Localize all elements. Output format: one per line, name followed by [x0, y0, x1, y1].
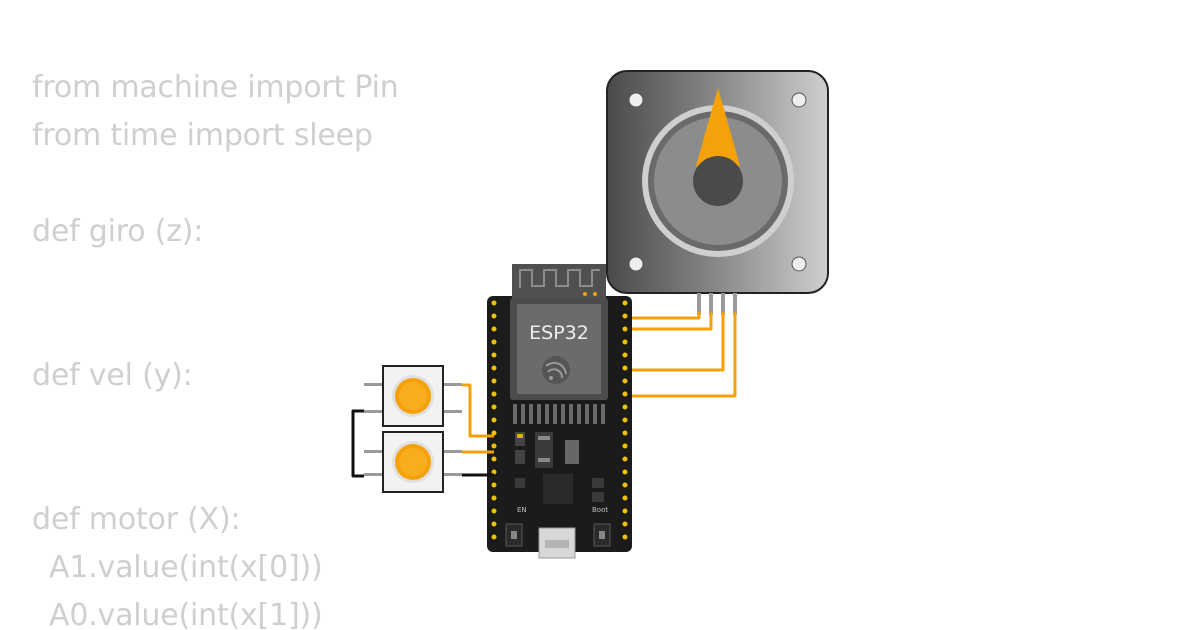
antenna-icon — [519, 269, 600, 288]
push-button-top[interactable] — [364, 365, 462, 427]
stepper-motor[interactable] — [606, 70, 829, 315]
push-button-bottom[interactable] — [364, 431, 462, 493]
right-pin-header — [622, 300, 628, 540]
button-wires[interactable] — [351, 383, 494, 478]
en-button[interactable] — [505, 523, 523, 547]
left-pin-header — [491, 300, 497, 540]
code-line: A0.value(int(x[1])) — [49, 598, 323, 630]
code-line: def giro (z): — [32, 214, 204, 249]
code-line: from machine import Pin — [32, 70, 399, 105]
code-line: A1.value(int(x[0])) — [49, 550, 323, 585]
espressif-logo-icon — [542, 356, 570, 384]
code-line: def motor (X): — [32, 502, 241, 537]
code-panel: from machine import Pin from time import… — [32, 64, 432, 630]
esp32-board[interactable]: ESP32 EN Boot — [487, 264, 632, 559]
usb-port-icon — [538, 527, 576, 559]
boot-label: Boot — [592, 506, 608, 514]
module-label: ESP32 — [529, 322, 589, 344]
motor-wires[interactable] — [625, 312, 737, 398]
en-label: EN — [517, 506, 527, 514]
code-line: def vel (y): — [32, 358, 193, 393]
motor-pointer-icon — [696, 88, 740, 166]
code-line: from time import sleep — [32, 118, 373, 153]
motor-connector-pins — [697, 293, 737, 315]
boot-button[interactable] — [593, 523, 611, 547]
